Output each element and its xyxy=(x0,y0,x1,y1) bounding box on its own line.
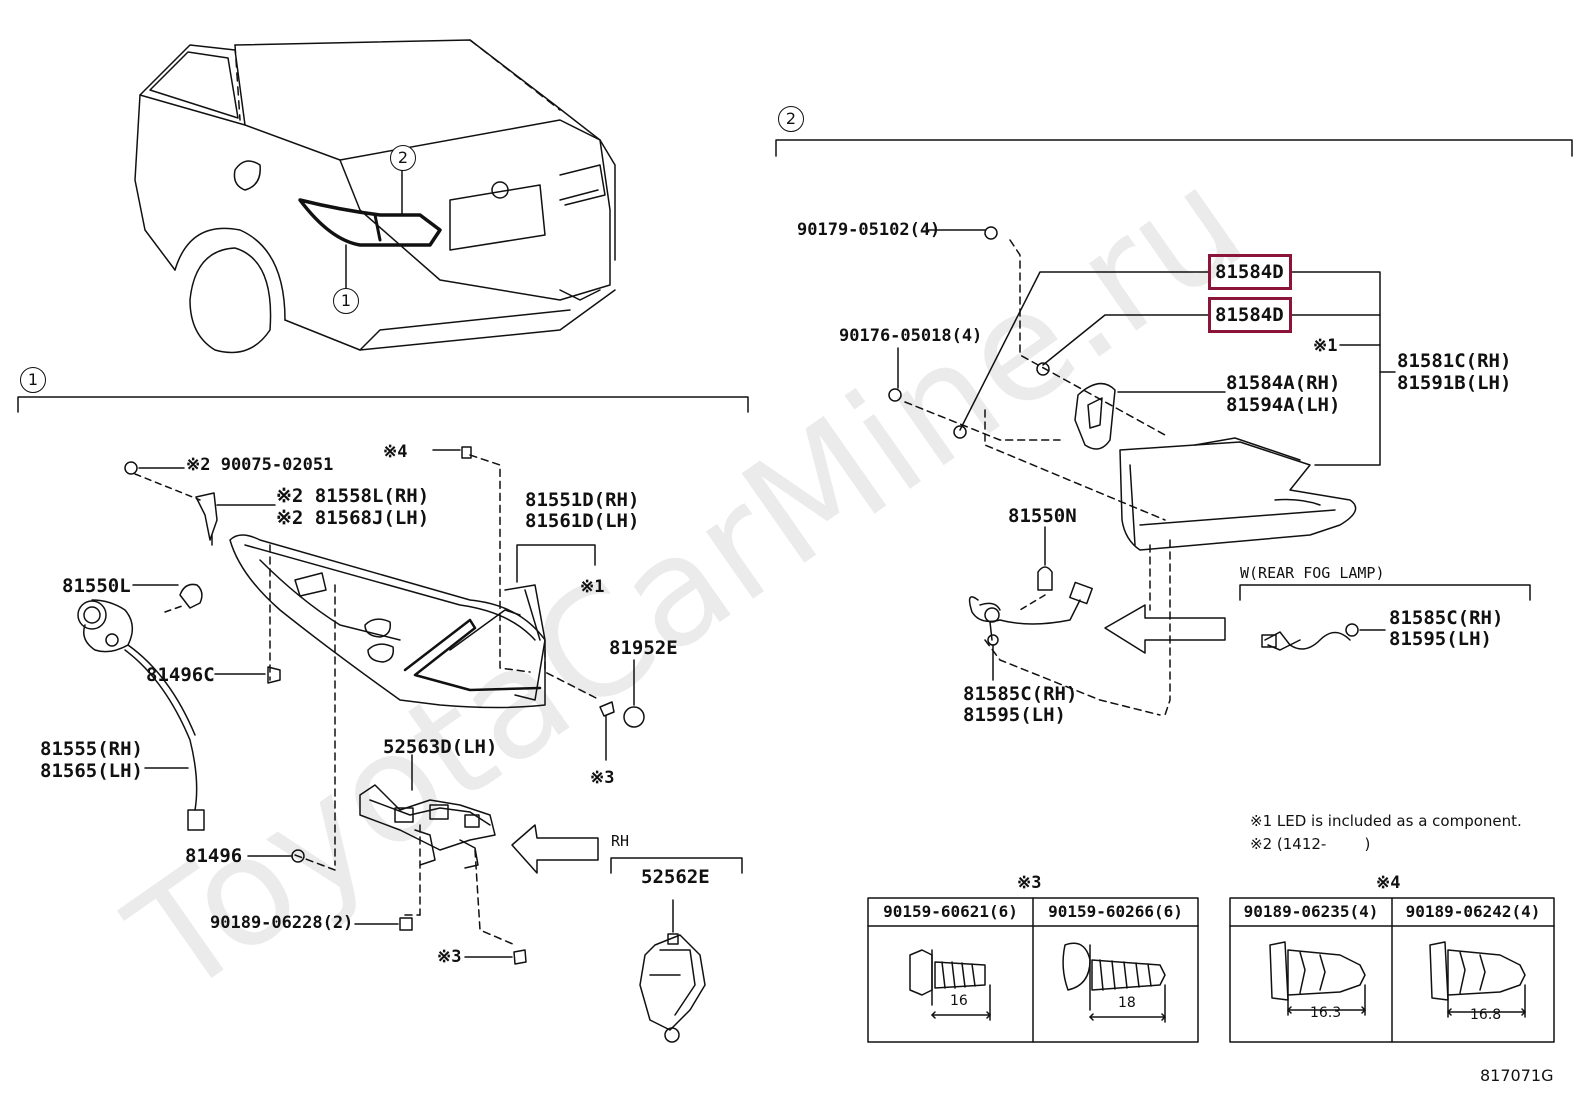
part-label-81595-bottom[interactable]: 81595(LH) xyxy=(963,704,1066,726)
rh-label: RH xyxy=(611,832,630,850)
part-label-81565[interactable]: 81565(LH) xyxy=(40,760,143,782)
mark-3-screw: ※3 xyxy=(590,768,615,788)
part-label-81585C-right[interactable]: 81585C(RH) xyxy=(1389,607,1504,629)
mark-1-section1: ※1 xyxy=(580,577,605,597)
section-2-bracket xyxy=(775,139,1573,157)
section-2-marker: 2 xyxy=(778,106,804,132)
part-label-81584D-b[interactable]: 81584D xyxy=(1215,304,1284,326)
part-label-81584A[interactable]: 81584A(RH) xyxy=(1226,372,1341,394)
part-label-81584D-a[interactable]: 81584D xyxy=(1215,261,1284,283)
part-label-81581C[interactable]: 81581C(RH) xyxy=(1397,350,1512,372)
part-label-81594A[interactable]: 81594A(LH) xyxy=(1226,394,1341,416)
part-label-81591B[interactable]: 81591B(LH) xyxy=(1397,372,1512,394)
table-3-dim-2: 18 xyxy=(1118,995,1136,1011)
section-1-marker: 1 xyxy=(20,367,46,393)
part-label-90179-05102[interactable]: 90179-05102(4) xyxy=(797,220,941,240)
table-4-dim-1: 16.3 xyxy=(1310,1005,1342,1021)
table-3-col-1-part[interactable]: 90159-60621(6) xyxy=(883,902,1018,921)
part-label-81595-right[interactable]: 81595(LH) xyxy=(1389,628,1492,650)
mark-4: ※4 xyxy=(383,442,408,462)
part-label-90189-06228[interactable]: 90189-06228(2) xyxy=(210,913,354,933)
section-1-bracket xyxy=(17,396,749,413)
table-4-dim-2: 16.8 xyxy=(1470,1007,1502,1023)
table-3-col-2-part[interactable]: 90159-60266(6) xyxy=(1048,902,1183,921)
rear-fog-lamp-label: W(REAR FOG LAMP) xyxy=(1240,564,1385,582)
part-label-90075-02051[interactable]: ※2 90075-02051 xyxy=(186,455,334,475)
mark-3-bottom: ※3 xyxy=(437,947,462,967)
table-4-col-2-part[interactable]: 90189-06242(4) xyxy=(1405,902,1541,921)
table-3-mark: ※3 xyxy=(1017,873,1042,893)
part-label-81496[interactable]: 81496 xyxy=(185,845,243,867)
callout-1-car[interactable]: 1 xyxy=(333,288,359,314)
car-rear-sketch xyxy=(134,39,616,354)
part-label-90176-05018[interactable]: 90176-05018(4) xyxy=(839,326,983,346)
highlight-box-81584D-a xyxy=(1208,254,1292,290)
part-label-81551D[interactable]: 81551D(RH) xyxy=(525,489,640,511)
note-led: ※1 LED is included as a component. xyxy=(1250,812,1522,830)
table-3-dim-1: 16 xyxy=(950,993,968,1009)
table-4-grid xyxy=(1229,897,1555,1043)
mark-1-section2: ※1 xyxy=(1313,336,1338,356)
part-label-81952E[interactable]: 81952E xyxy=(609,637,678,659)
part-label-81496C[interactable]: 81496C xyxy=(146,664,215,686)
part-label-81550L[interactable]: 81550L xyxy=(62,575,131,597)
table-4-mark: ※4 xyxy=(1376,873,1401,893)
figure-code: 817071G xyxy=(1480,1066,1554,1085)
part-label-81555[interactable]: 81555(RH) xyxy=(40,738,143,760)
part-label-81585C-bottom[interactable]: 81585C(RH) xyxy=(963,683,1078,705)
part-label-81550N[interactable]: 81550N xyxy=(1008,505,1077,527)
table-3-grid xyxy=(867,897,1199,1043)
table-4-col-1-part[interactable]: 90189-06235(4) xyxy=(1243,902,1379,921)
part-label-52563D[interactable]: 52563D(LH) xyxy=(383,736,498,758)
part-label-81558L[interactable]: ※2 81558L(RH) xyxy=(276,485,430,507)
part-label-52562E[interactable]: 52562E xyxy=(641,866,710,888)
highlight-box-81584D-b xyxy=(1208,297,1292,333)
part-label-81568J[interactable]: ※2 81568J(LH) xyxy=(276,507,430,529)
note-date-range: ※2 (1412- ) xyxy=(1250,835,1371,853)
callout-2-car[interactable]: 2 xyxy=(390,145,416,171)
part-label-81561D[interactable]: 81561D(LH) xyxy=(525,510,640,532)
